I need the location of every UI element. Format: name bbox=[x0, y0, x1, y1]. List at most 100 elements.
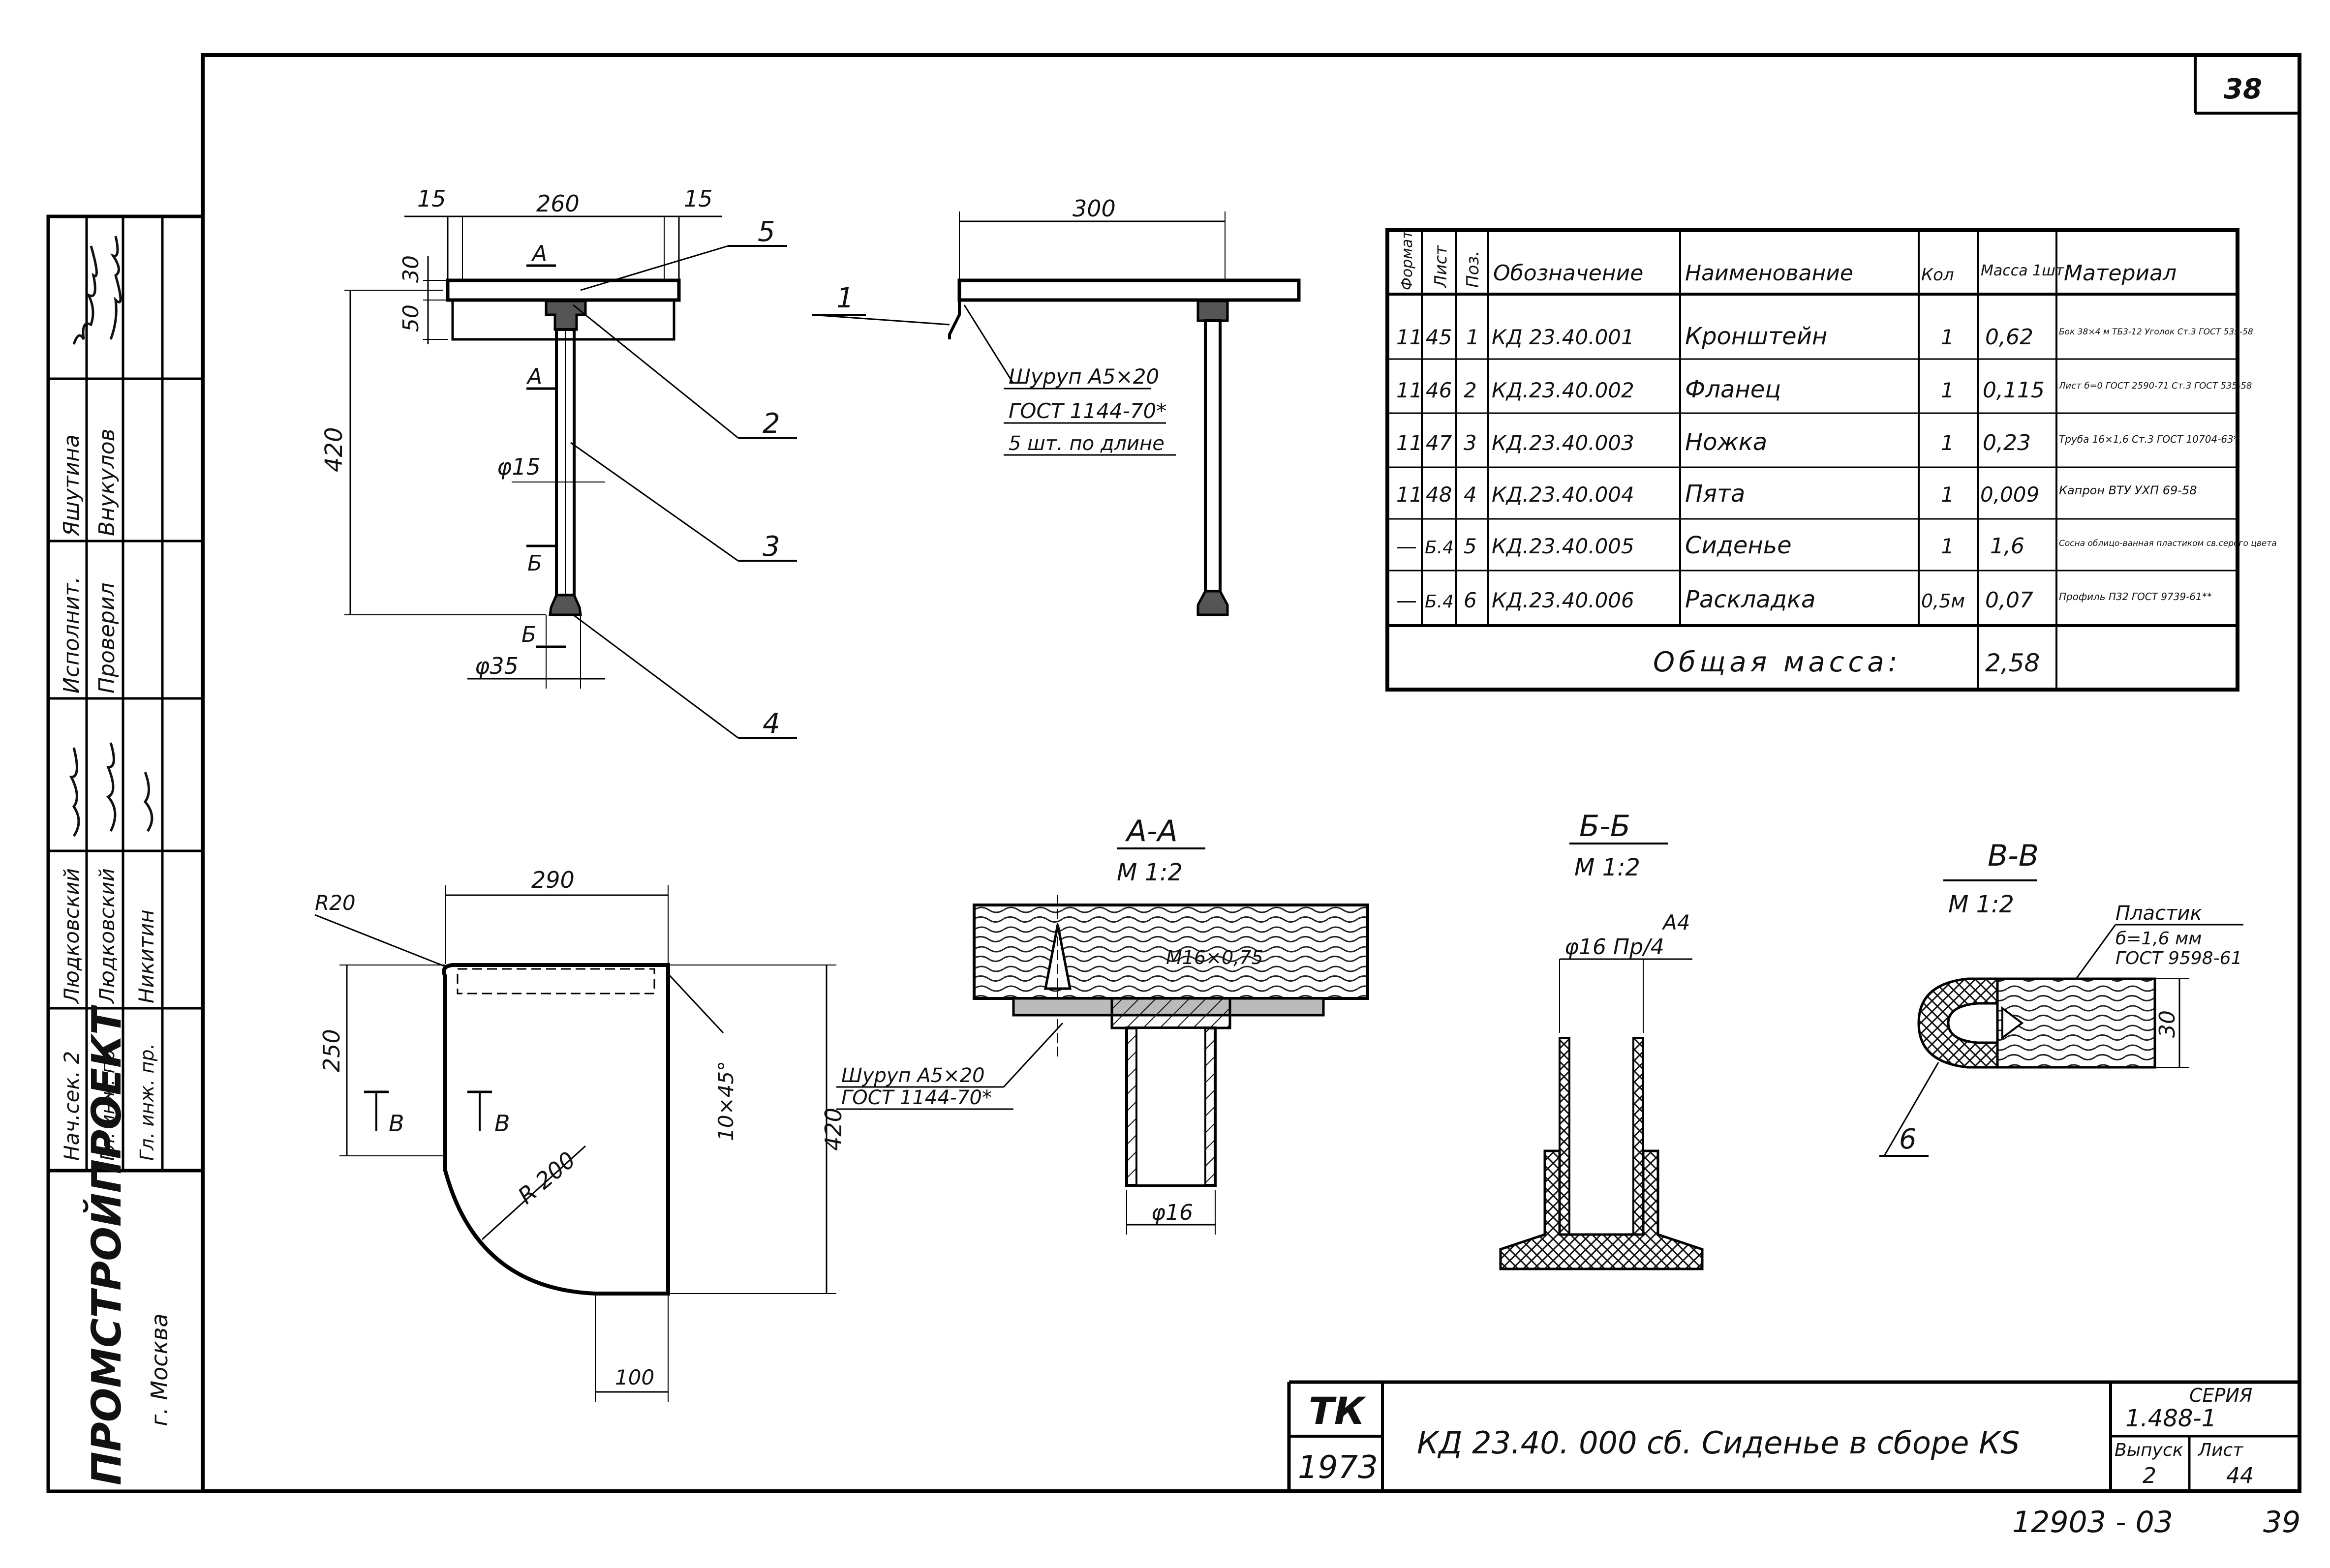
stamp-name-1: Людковский bbox=[60, 868, 84, 1004]
dim-right-margin: 15 bbox=[684, 185, 713, 212]
dim-seat-length: 260 bbox=[536, 190, 580, 217]
section-mark-b-mid: Б bbox=[527, 551, 542, 576]
table-row-4-designation: КД.23.40.004 bbox=[1492, 482, 1634, 507]
plan-view: 290 R20 250 10×45° 420 R 200 100 В В bbox=[314, 867, 847, 1402]
stamp-role-1: Нач.сек. 2 bbox=[60, 1051, 84, 1161]
signature-5 bbox=[143, 772, 153, 832]
corner-number-box: 38 bbox=[2194, 55, 2299, 115]
table-row-6-mass: 0,07 bbox=[1985, 588, 2033, 613]
table-row-3-qty: 1 bbox=[1941, 431, 1954, 455]
table-row-6-pos: 6 bbox=[1464, 588, 1477, 612]
table-row-4-material: Капрон ВТУ УХП 69-58 bbox=[2059, 483, 2197, 497]
table-row-4-qty: 1 bbox=[1941, 482, 1954, 507]
section-bb-foot bbox=[1499, 1149, 1704, 1270]
section-mark-a-mid: A bbox=[526, 364, 542, 389]
callout-5: 5 bbox=[758, 216, 775, 248]
signature-2 bbox=[109, 236, 122, 340]
title-series-label: СЕРИЯ bbox=[2189, 1385, 2252, 1406]
title-block: ТК 1973 КД 23.40. 000 сб. Сиденье в сбор… bbox=[1287, 1380, 2299, 1491]
section-aa-screw-note-1: Шуруп А5×20 bbox=[841, 1064, 985, 1087]
table-row-5-material: Сосна облицо-ванная пластиком св.серого … bbox=[2059, 539, 2277, 548]
table-header-format: Формат bbox=[1399, 230, 1416, 290]
plan-dim-corner-radius: R20 bbox=[315, 891, 356, 915]
side-leg bbox=[1204, 319, 1222, 593]
table-row-4-name: Пята bbox=[1685, 480, 1745, 508]
section-bb-tube-left bbox=[1559, 1037, 1570, 1236]
section-bb: Б-Б М 1:2 А4 φ16 Пр/4 bbox=[1499, 809, 1704, 1270]
table-row-6-material: Профиль П32 ГОСТ 9739-61** bbox=[2059, 591, 2212, 603]
callout-3: 3 bbox=[763, 531, 780, 563]
table-row-6-name: Раскладка bbox=[1685, 586, 1815, 613]
seat-board bbox=[446, 278, 681, 302]
side-flange bbox=[1196, 300, 1229, 322]
section-aa-flange bbox=[1110, 997, 1231, 1029]
table-row-1-sheet: 45 bbox=[1426, 325, 1452, 349]
table-row-1-mass: 0,62 bbox=[1985, 325, 2033, 350]
plan-dim-arc-radius: R 200 bbox=[513, 1146, 581, 1209]
callout-4: 4 bbox=[763, 708, 780, 740]
stamp-org-name: ПРОМСТРОЙПРОЕКТ bbox=[83, 1004, 130, 1485]
title-logo: ТК bbox=[1309, 1389, 1367, 1433]
table-row-4-pos: 4 bbox=[1464, 482, 1477, 507]
plan-section-mark-1: В bbox=[389, 1110, 404, 1137]
dim-left-margin: 15 bbox=[417, 185, 446, 212]
dim-foot-dia: φ35 bbox=[475, 653, 519, 679]
side-view: 300 1 Шуруп А5×20 ГОСТ 1144-70* 5 шт. по… bbox=[811, 195, 1301, 616]
section-aa: А-А М 1:2 M16×0,75 Шуруп А5×20 ГОСТ 1144… bbox=[836, 814, 1369, 1235]
table-row-6-format: — bbox=[1396, 588, 1417, 612]
dim-flange-height: 50 bbox=[399, 304, 424, 332]
stamp-name-2: Людковский bbox=[95, 868, 119, 1004]
title-year: 1973 bbox=[1298, 1449, 1378, 1486]
table-header-mass: Масса 1шт bbox=[1981, 262, 2065, 279]
table-row-1-designation: КД 23.40.001 bbox=[1492, 325, 1634, 349]
plan-dim-bottom-width: 100 bbox=[615, 1365, 654, 1389]
foot bbox=[549, 594, 582, 616]
table-header-pos: Поз. bbox=[1463, 251, 1483, 288]
section-bb-note: φ16 Пр/4 bbox=[1564, 935, 1664, 960]
table-row-5-pos: 5 bbox=[1464, 534, 1477, 558]
table-header-qty: Кол bbox=[1921, 265, 1954, 285]
side-callout-1: 1 bbox=[836, 282, 854, 314]
table-row-3-mass: 0,23 bbox=[1983, 430, 2031, 455]
section-vv-edge-profile bbox=[1917, 977, 1999, 1069]
section-vv-material-3: ГОСТ 9598-61 bbox=[2115, 948, 2242, 968]
title-issue-label: Выпуск bbox=[2115, 1440, 2183, 1460]
table-row-1-qty: 1 bbox=[1941, 325, 1954, 349]
stamp-role-3: Гл. инж. пр. bbox=[136, 1043, 158, 1161]
section-vv: В-В М 1:2 30 Пластик б=1,6 мм ГОСТ 9598-… bbox=[1879, 839, 2243, 1157]
corner-number: 38 bbox=[2224, 73, 2262, 105]
section-aa-thread: M16×0,75 bbox=[1166, 947, 1263, 968]
dim-tube-dia: φ15 bbox=[497, 453, 541, 480]
table-row-4-sheet: 48 bbox=[1426, 482, 1452, 507]
side-seat bbox=[957, 278, 1301, 302]
section-bb-title: Б-Б bbox=[1579, 809, 1630, 844]
plan-outline bbox=[442, 963, 670, 1296]
spec-table: Формат Лист Поз. Обозначение Наименовани… bbox=[1385, 228, 2277, 692]
side-bracket bbox=[948, 300, 961, 339]
title-text: КД 23.40. 000 сб. Сиденье в сборе КS bbox=[1417, 1425, 2020, 1461]
table-row-1-format: 11 bbox=[1396, 325, 1422, 349]
stamp-name-4: Яшутина bbox=[59, 434, 84, 537]
table-row-1-name: Кронштейн bbox=[1685, 323, 1827, 350]
stamp-role-4: Исполнит. bbox=[59, 576, 84, 694]
dim-total-height: 420 bbox=[320, 427, 348, 472]
plan-dim-total-height: 420 bbox=[820, 1108, 847, 1151]
table-row-6-designation: КД.23.40.006 bbox=[1492, 588, 1634, 612]
title-sheet-value: 44 bbox=[2226, 1463, 2254, 1488]
table-row-3-pos: 3 bbox=[1464, 431, 1477, 455]
table-row-3-sheet: 47 bbox=[1426, 431, 1452, 455]
title-series-value: 1.488-1 bbox=[2125, 1405, 2216, 1432]
side-dim-length: 300 bbox=[1073, 195, 1116, 222]
table-row-6-qty: 0,5м bbox=[1921, 590, 1965, 612]
table-row-3-name: Ножка bbox=[1685, 428, 1767, 456]
stamp-role-2: Гл. инж. пр. bbox=[97, 1043, 119, 1161]
table-row-5-designation: КД.23.40.005 bbox=[1492, 534, 1634, 558]
table-row-3-format: 11 bbox=[1396, 431, 1422, 455]
section-mark-b-low: Б bbox=[521, 622, 536, 647]
table-header-name: Наименование bbox=[1685, 261, 1853, 286]
signature-4 bbox=[106, 742, 117, 832]
table-row-1-material: Бок 38×4 м ТБ3-12 Уголок Ст.3 ГОСТ 535-5… bbox=[2059, 327, 2253, 337]
table-row-2-format: 11 bbox=[1396, 378, 1422, 402]
signature-1 bbox=[72, 245, 98, 345]
